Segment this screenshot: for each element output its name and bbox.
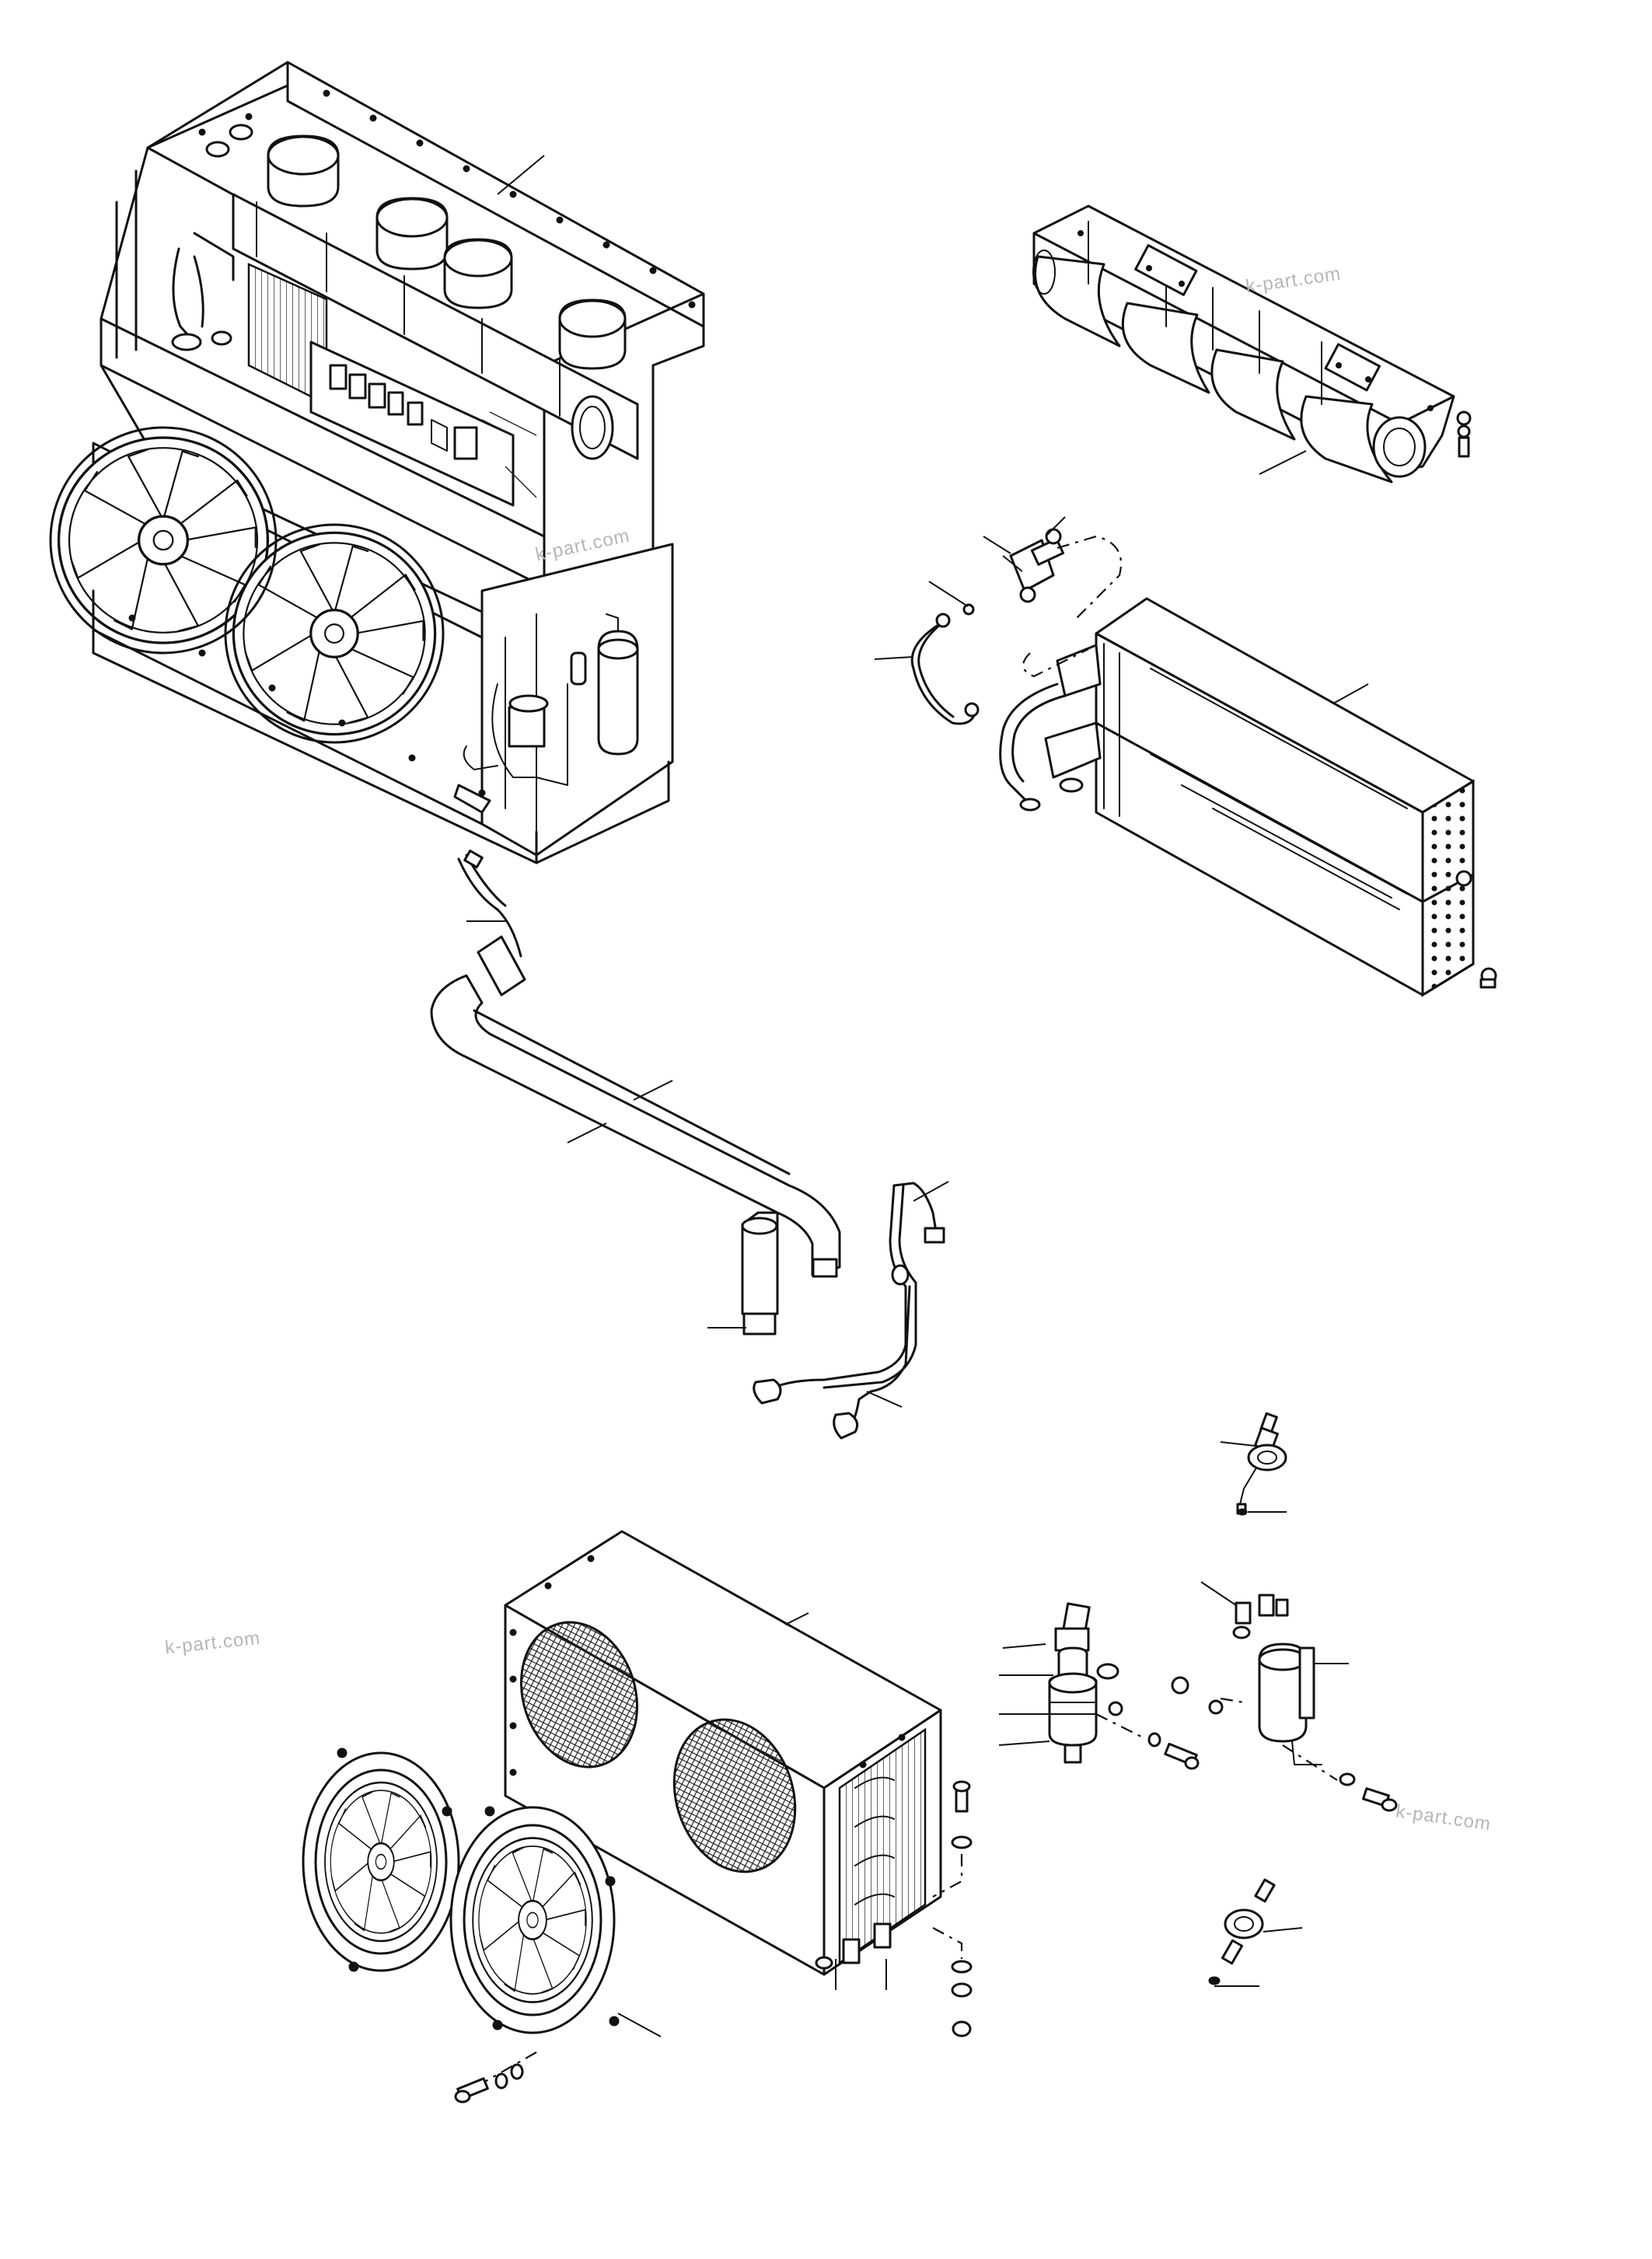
- condenser: [504, 1530, 973, 2037]
- liquid-pipe: [753, 1182, 945, 1440]
- sight-glass: [1208, 1878, 1276, 1985]
- expansion-valve: [962, 528, 1123, 623]
- filter-valve-body: [1048, 1602, 1200, 1770]
- leader-lines: [466, 155, 1369, 2037]
- suction-pipe: [430, 849, 841, 1335]
- evaporator-coil: [999, 597, 1497, 997]
- receiver-drier: [1171, 1594, 1398, 1812]
- capillary-hose: [910, 613, 980, 725]
- blower-assembly: [1032, 204, 1472, 484]
- hvac-unit: [49, 61, 705, 864]
- condenser-fan: [302, 1747, 620, 2104]
- pressure-switch: [1236, 1412, 1287, 1516]
